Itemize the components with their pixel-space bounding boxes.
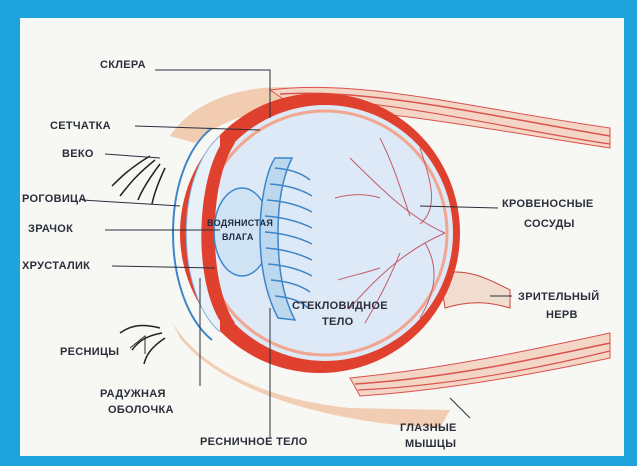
label-iris-2: ОБОЛОЧКА bbox=[108, 404, 174, 416]
label-vitreous-1: СТЕКЛОВИДНОЕ bbox=[292, 300, 388, 312]
label-eyelashes: РЕСНИЦЫ bbox=[60, 346, 119, 358]
label-blood-vessels-1: КРОВЕНОСНЫЕ bbox=[502, 198, 594, 210]
label-eye-muscles-2: МЫШЦЫ bbox=[405, 438, 456, 450]
label-blood-vessels-2: СОСУДЫ bbox=[524, 218, 575, 230]
eyelashes bbox=[112, 156, 165, 364]
label-aqueous-2: ВЛАГА bbox=[222, 232, 254, 242]
label-eye-muscles-1: ГЛАЗНЫЕ bbox=[400, 422, 457, 434]
label-iris-1: РАДУЖНАЯ bbox=[100, 388, 166, 400]
label-sclera: СКЛЕРА bbox=[100, 59, 146, 71]
label-aqueous-1: ВОДЯНИСТАЯ bbox=[207, 218, 273, 228]
label-retina: СЕТЧАТКА bbox=[50, 120, 111, 132]
label-vitreous-2: ТЕЛО bbox=[322, 316, 354, 328]
label-pupil: ЗРАЧОК bbox=[28, 223, 73, 235]
label-optic-nerve-1: ЗРИТЕЛЬНЫЙ bbox=[518, 291, 599, 303]
label-lens: ХРУСТАЛИК bbox=[22, 260, 90, 272]
label-eyelid: ВЕКО bbox=[62, 148, 94, 160]
label-optic-nerve-2: НЕРВ bbox=[546, 309, 578, 321]
label-ciliary-body: РЕСНИЧНОЕ ТЕЛО bbox=[200, 436, 308, 448]
label-cornea: РОГОВИЦА bbox=[22, 193, 87, 205]
